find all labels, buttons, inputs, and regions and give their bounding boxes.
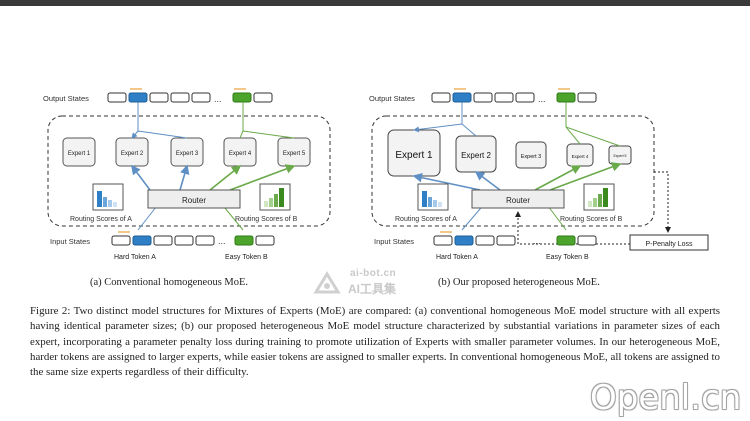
svg-text:...: ... <box>533 236 541 246</box>
expert-boxes: Expert 1 Expert 2 Expert 3 Expert 4 Expe… <box>62 137 311 167</box>
input-token-row: ... <box>111 231 275 246</box>
watermark-logo-icon <box>313 271 341 294</box>
diagram-homogeneous: Output States ... Expert 1 Expert 2 Expe… <box>43 88 331 261</box>
svg-text:Expert 5: Expert 5 <box>613 154 626 158</box>
expert-boxes: Expert 1 Expert 2 Expert 3 Expert 4 Expe… <box>387 129 632 177</box>
svg-text:...: ... <box>218 236 226 246</box>
watermark-openl: Openl.cn <box>590 378 742 418</box>
expert-3 <box>515 141 547 169</box>
routing-scores-b-chart <box>583 183 615 211</box>
output-ellipsis: ... <box>214 94 222 104</box>
hard-token-label: Hard Token A <box>436 254 478 261</box>
expert-1 <box>62 137 96 167</box>
routing-arrows <box>131 102 296 231</box>
routing-scores-a-label: Routing Scores of A <box>70 216 132 223</box>
penalty-loss-box <box>629 234 709 251</box>
routing-scores-b-label: Routing Scores of B <box>235 216 298 223</box>
easy-token-label: Easy Token B <box>546 254 589 261</box>
figure-caption: Figure 2: Two distinct model structures … <box>30 305 720 379</box>
svg-text:Expert 1: Expert 1 <box>68 151 91 157</box>
svg-text:Expert 3: Expert 3 <box>176 151 199 157</box>
moe-layer-box <box>47 115 331 227</box>
caption-a: (a) Conventional homogeneous MoE. <box>90 277 249 288</box>
penalty-loss-label: P-Penalty Loss <box>645 241 693 248</box>
routing-scores-b-chart <box>259 183 291 211</box>
router-label: Router <box>182 196 206 205</box>
watermark-cn: AI工具集 <box>348 282 397 296</box>
routing-scores-a-chart <box>92 183 124 211</box>
hard-token-label: Hard Token A <box>114 254 156 261</box>
diagram-heterogeneous: Output States ... Expert 1 Expert 2 Expe… <box>369 88 709 261</box>
output-token-row: ... <box>431 88 597 104</box>
output-states-label: Output States <box>369 94 415 103</box>
input-token-row: ... <box>433 231 597 246</box>
penalty-dotted-arrow <box>654 171 671 233</box>
svg-text:Expert 5: Expert 5 <box>283 151 306 157</box>
svg-text:Expert 2: Expert 2 <box>461 151 491 160</box>
svg-text:Expert 4: Expert 4 <box>229 151 252 157</box>
routing-scores-b-label: Routing Scores of B <box>560 216 623 223</box>
watermark-site: ai-bot.cn <box>350 268 397 279</box>
figure: Output States ... Expert 1 Expert 2 Expe… <box>0 72 750 297</box>
router-label: Router <box>506 196 530 205</box>
output-states-label: Output States <box>43 94 89 103</box>
moe-layer-box <box>371 115 655 227</box>
routing-scores-a-label: Routing Scores of A <box>395 216 457 223</box>
top-bar <box>0 0 750 6</box>
svg-text:Expert 4: Expert 4 <box>572 154 589 159</box>
routing-arrows <box>412 102 622 231</box>
svg-text:Expert 2: Expert 2 <box>121 151 144 157</box>
svg-text:...: ... <box>538 94 546 104</box>
input-states-label: Input States <box>50 237 90 246</box>
router-box <box>147 189 241 209</box>
caption-b: (b) Our proposed heterogeneous MoE. <box>438 277 600 288</box>
svg-text:Expert 1: Expert 1 <box>395 150 433 161</box>
input-states-label: Input States <box>374 237 414 246</box>
routing-scores-a-chart <box>417 183 449 211</box>
easy-token-label: Easy Token B <box>225 254 268 261</box>
router-box <box>471 189 565 209</box>
output-token-row: ... <box>107 88 273 104</box>
svg-text:Expert 3: Expert 3 <box>521 154 541 160</box>
